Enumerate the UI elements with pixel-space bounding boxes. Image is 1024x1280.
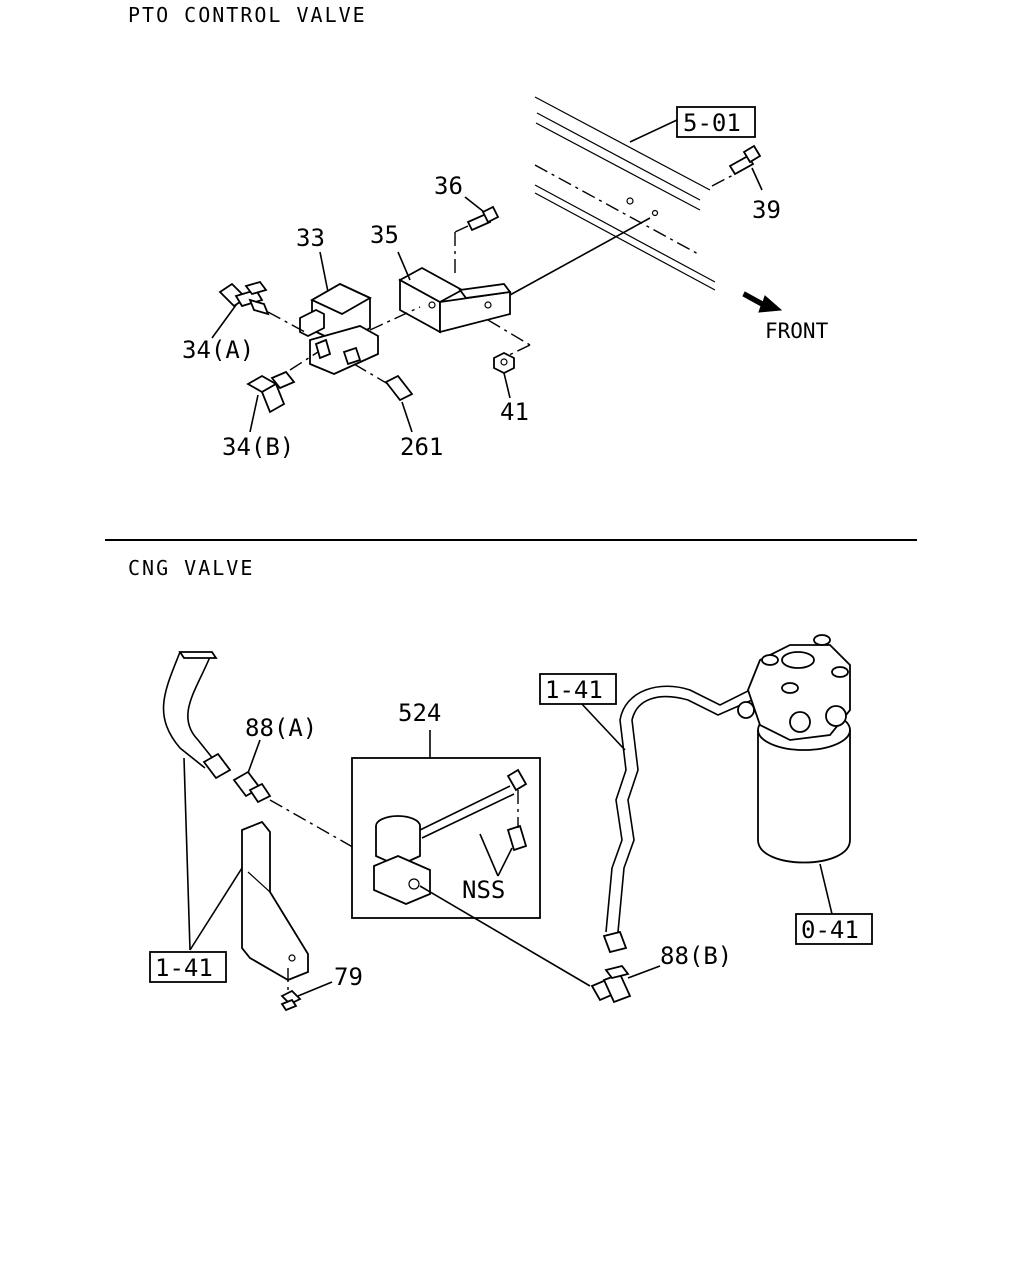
cng-section: CNG VALVE 88(A) 79 bbox=[128, 556, 873, 1012]
label-1-41-bottom: 1-41 bbox=[155, 954, 213, 982]
bracket-left bbox=[241, 820, 333, 1012]
bolt-36 bbox=[454, 196, 500, 278]
label-34a: 34(A) bbox=[182, 336, 254, 364]
fitting-34a bbox=[211, 280, 306, 339]
label-front: FRONT bbox=[765, 319, 829, 343]
valve-524-box bbox=[351, 730, 541, 919]
label-79: 79 bbox=[334, 963, 363, 991]
fitting-88a bbox=[232, 739, 373, 859]
bracket-35 bbox=[397, 217, 651, 334]
label-33: 33 bbox=[296, 224, 325, 252]
plug-261 bbox=[353, 363, 414, 433]
leader-valve-88b bbox=[419, 885, 591, 987]
ref-box-0-41 bbox=[795, 913, 873, 945]
label-261: 261 bbox=[400, 433, 443, 461]
ref-box-1-41-bottom bbox=[149, 951, 227, 983]
label-5-01: 5-01 bbox=[683, 109, 741, 137]
label-34b: 34(B) bbox=[222, 433, 294, 461]
nut-41 bbox=[487, 319, 531, 399]
valve-33 bbox=[299, 251, 421, 375]
label-41: 41 bbox=[500, 398, 529, 426]
label-524: 524 bbox=[398, 699, 441, 727]
fitting-88b bbox=[590, 964, 661, 1004]
frame-rail bbox=[534, 96, 716, 291]
leader-1-41-bottom bbox=[183, 757, 191, 951]
label-35: 35 bbox=[370, 221, 399, 249]
pto-section-title: PTO CONTROL VALVE bbox=[128, 3, 367, 27]
fitting-34b bbox=[246, 351, 319, 433]
ref-box-1-41-top bbox=[539, 673, 617, 705]
pipe-right bbox=[579, 679, 776, 954]
label-1-41-top: 1-41 bbox=[545, 676, 603, 704]
label-36: 36 bbox=[434, 172, 463, 200]
bolt-39 bbox=[711, 144, 763, 191]
cng-section-title: CNG VALVE bbox=[128, 556, 254, 580]
label-88b: 88(B) bbox=[660, 942, 732, 970]
ref-box-5-01 bbox=[676, 106, 756, 138]
label-0-41: 0-41 bbox=[801, 916, 859, 944]
front-arrow-icon bbox=[742, 291, 783, 313]
label-39: 39 bbox=[752, 196, 781, 224]
hose-left bbox=[162, 651, 232, 780]
label-88a: 88(A) bbox=[245, 714, 317, 742]
pto-section: PTO CONTROL VALVE 5-01 39 bbox=[128, 3, 829, 461]
leader-1-41-bracket bbox=[189, 867, 243, 951]
label-nss: NSS bbox=[462, 876, 505, 904]
filter-0-41 bbox=[737, 634, 851, 915]
